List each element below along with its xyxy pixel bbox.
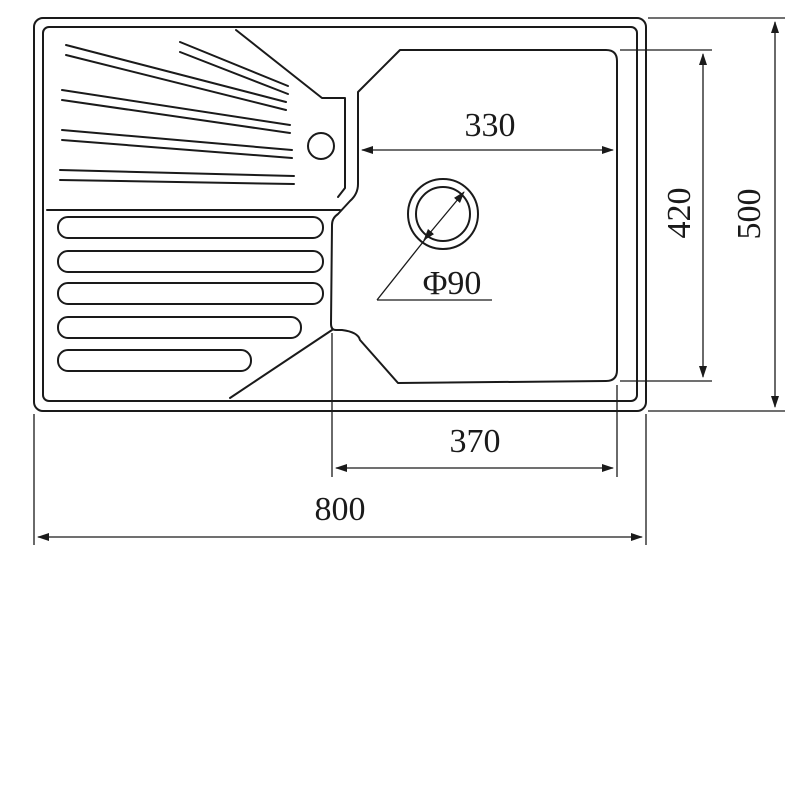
dim-label-370: 370 xyxy=(450,423,501,460)
dim-drain-diameter: Φ90 xyxy=(376,191,492,302)
dim-bowl-inner-width: 330 xyxy=(361,107,614,154)
drainboard-edge xyxy=(235,29,346,198)
dim-label-420: 420 xyxy=(661,188,698,239)
dim-label-phi90: Φ90 xyxy=(423,265,482,302)
tap-hole xyxy=(307,132,335,160)
drain-inner-ring xyxy=(415,186,471,242)
bowl-outline xyxy=(330,49,618,384)
drainboard xyxy=(46,29,346,399)
drainboard-slope-line xyxy=(229,329,333,399)
dim-overall-width: 800 xyxy=(33,414,647,545)
dim-bowl-width: 370 xyxy=(331,333,618,477)
dim-overall-height: 500 xyxy=(648,17,785,412)
dim-bowl-height: 420 xyxy=(620,49,712,382)
sink-inner-rim xyxy=(42,26,638,402)
sink-body xyxy=(33,17,647,412)
drainboard-ribs xyxy=(57,216,324,372)
dim-label-500: 500 xyxy=(731,189,768,240)
dim-label-330: 330 xyxy=(465,107,516,144)
dim-label-800: 800 xyxy=(315,491,366,528)
drain-outer-ring xyxy=(407,178,479,250)
sink-outer-rim xyxy=(33,17,647,412)
sink-bowl xyxy=(330,49,618,384)
drain-grooves xyxy=(59,41,295,185)
